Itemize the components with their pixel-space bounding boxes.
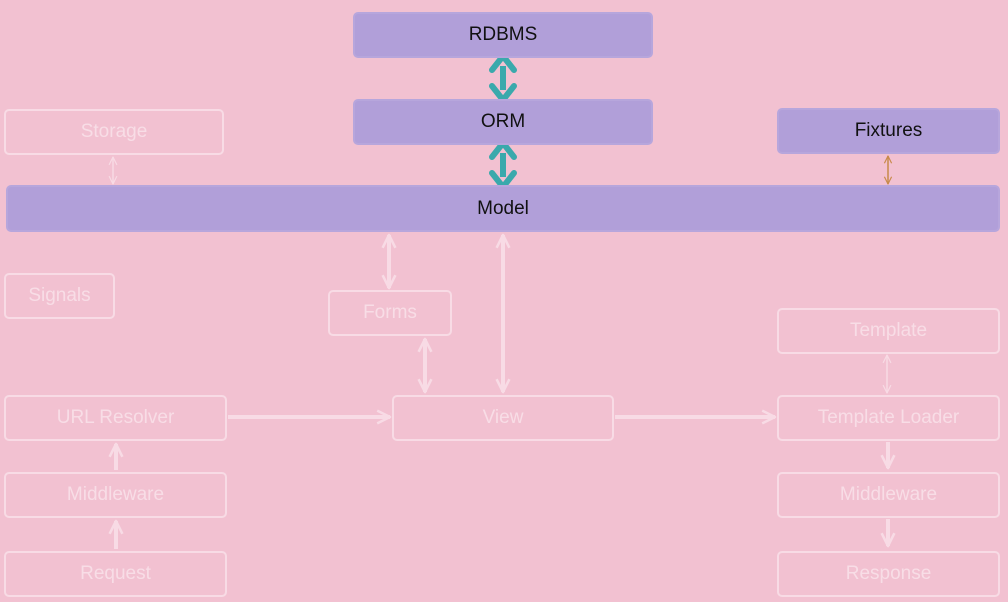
fixtures-label: Fixtures (854, 120, 923, 141)
view-node[interactable]: View (392, 395, 614, 441)
request-node[interactable]: Request (4, 551, 227, 597)
orm-node[interactable]: ORM (353, 99, 653, 145)
view-label: View (482, 407, 524, 428)
rdbms-node[interactable]: RDBMS (353, 12, 653, 58)
template-loader-label: Template Loader (817, 407, 960, 428)
model-label: Model (477, 197, 529, 219)
response-label: Response (845, 563, 932, 584)
url-resolver-label: URL Resolver (56, 407, 175, 428)
rdbms-orm-connector (489, 51, 517, 105)
orm-model-connector (489, 138, 517, 192)
template-node[interactable]: Template (777, 308, 1000, 354)
middleware-out-node[interactable]: Middleware (777, 472, 1000, 518)
signals-node[interactable]: Signals (4, 273, 115, 319)
middleware-in-label: Middleware (66, 484, 165, 505)
url-resolver-node[interactable]: URL Resolver (4, 395, 227, 441)
signals-label: Signals (28, 285, 91, 306)
template-label: Template (849, 320, 928, 341)
model-node[interactable]: Model (6, 185, 1000, 232)
request-label: Request (80, 563, 151, 584)
forms-label: Forms (363, 302, 417, 323)
rdbms-label: RDBMS (468, 24, 538, 45)
middleware-in-node[interactable]: Middleware (4, 472, 227, 518)
middleware-out-label: Middleware (839, 484, 938, 505)
orm-label: ORM (480, 111, 526, 132)
forms-node[interactable]: Forms (328, 290, 452, 336)
fixtures-node[interactable]: Fixtures (777, 108, 1000, 154)
response-node[interactable]: Response (777, 551, 1000, 597)
storage-node[interactable]: Storage (4, 109, 224, 155)
storage-label: Storage (80, 121, 148, 142)
template-loader-node[interactable]: Template Loader (777, 395, 1000, 441)
